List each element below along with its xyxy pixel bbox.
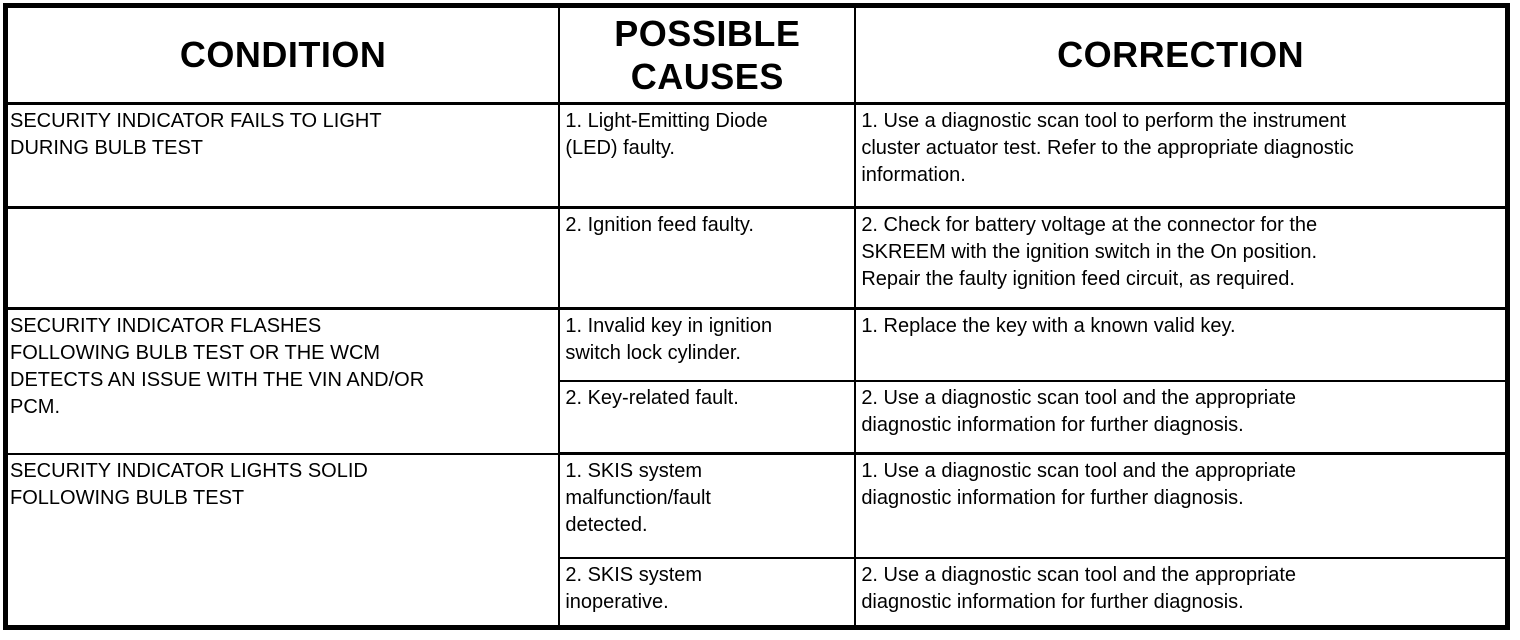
table-header-row: CONDITION POSSIBLE CAUSES CORRECTION [4, 4, 1509, 105]
cause-cell: 2. SKIS system inoperative. [558, 556, 857, 629]
correction-cell: 2. Use a diagnostic scan tool and the ap… [854, 379, 1509, 455]
table-row: SECURITY INDICATOR FLASHES FOLLOWING BUL… [4, 307, 1509, 455]
condition-cell: SECURITY INDICATOR LIGHTS SOLID FOLLOWIN… [4, 452, 561, 629]
diagnostic-condition-table: CONDITION POSSIBLE CAUSES CORRECTION SEC… [3, 3, 1510, 630]
correction-cell: 2. Use a diagnostic scan tool and the ap… [854, 556, 1509, 629]
correction-cell: 1. Replace the key with a known valid ke… [854, 307, 1509, 382]
cause-cell: 2. Ignition feed faulty. [558, 206, 857, 310]
table-row: 2. Key-related fault. 2. Use a diagnosti… [6, 379, 1509, 455]
cause-cell: 1. Light-Emitting Diode (LED) faulty. [558, 102, 857, 209]
cause-cell: 1. Invalid key in ignition switch lock c… [558, 307, 857, 382]
condition-cell-empty [4, 206, 561, 310]
table-row: 2. Ignition feed faulty. 2. Check for ba… [4, 206, 1509, 310]
correction-cell: 1. Use a diagnostic scan tool and the ap… [854, 452, 1509, 559]
cause-cell: 1. SKIS system malfunction/fault detecte… [558, 452, 857, 559]
table-row: SECURITY INDICATOR FAILS TO LIGHT DURING… [4, 102, 1509, 209]
header-condition: CONDITION [4, 4, 561, 105]
table-row: SECURITY INDICATOR LIGHTS SOLID FOLLOWIN… [4, 452, 1509, 629]
condition-cell: SECURITY INDICATOR FLASHES FOLLOWING BUL… [4, 307, 561, 455]
header-correction: CORRECTION [854, 4, 1509, 105]
cause-cell: 2. Key-related fault. [558, 379, 857, 455]
header-possible-causes: POSSIBLE CAUSES [558, 4, 857, 105]
table-row: 2. SKIS system inoperative. 2. Use a dia… [6, 556, 1509, 629]
correction-cell: 2. Check for battery voltage at the conn… [854, 206, 1509, 310]
correction-cell: 1. Use a diagnostic scan tool to perform… [854, 102, 1509, 209]
condition-cell: SECURITY INDICATOR FAILS TO LIGHT DURING… [4, 102, 561, 209]
